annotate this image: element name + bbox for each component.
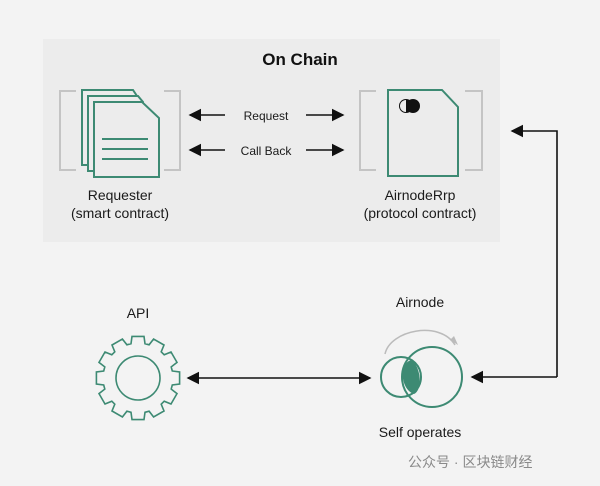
callback-label: Call Back <box>240 144 292 158</box>
requester-name: Requester <box>87 187 153 203</box>
self-operates-label: Self operates <box>378 424 462 440</box>
airnoderrp-brackets <box>359 90 483 171</box>
airnoderrp-name: AirnodeRrp <box>384 187 456 203</box>
request-label: Request <box>243 109 289 123</box>
requester-subtitle: (smart contract) <box>70 205 169 221</box>
on-chain-title: On Chain <box>262 50 338 69</box>
gear-icon <box>95 335 181 421</box>
contract-document-icon <box>387 89 459 177</box>
document-stack-icon <box>81 89 160 178</box>
requester-label: Requester (smart contract) <box>60 186 180 222</box>
api-label: API <box>126 305 150 321</box>
requester-brackets <box>59 90 181 171</box>
watermark: 公众号 · 区块链财经 <box>408 454 533 470</box>
request-arrows <box>188 108 345 157</box>
airnode-label: Airnode <box>395 294 445 310</box>
airnode-venn-icon <box>380 329 463 408</box>
airnoderrp-subtitle: (protocol contract) <box>363 205 477 221</box>
airnoderrp-label: AirnodeRrp (protocol contract) <box>345 186 495 222</box>
airnode-to-rrp-connector <box>510 124 558 377</box>
